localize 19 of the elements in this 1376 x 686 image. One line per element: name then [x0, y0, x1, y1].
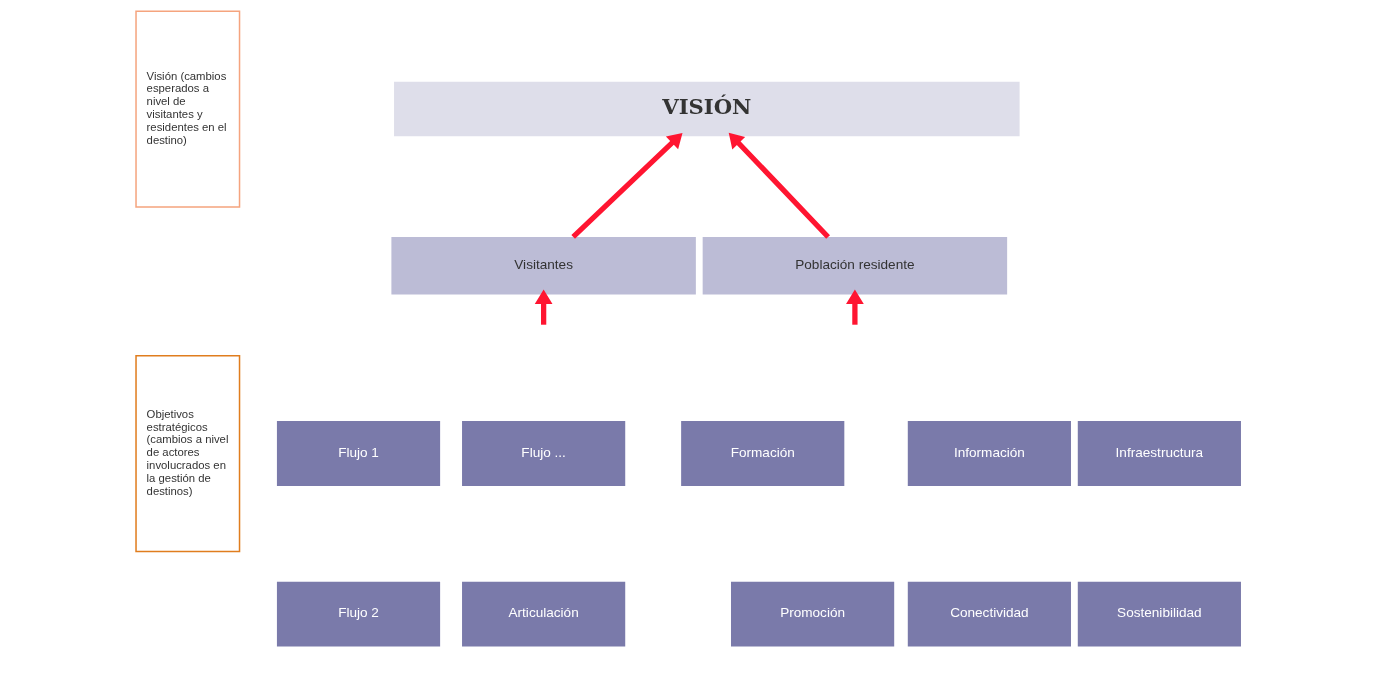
node-box: Sostenibilidad — [1077, 581, 1241, 647]
arrow — [534, 289, 552, 325]
node-box: Flujo ... — [461, 421, 625, 487]
node-box: Formación — [680, 421, 844, 487]
arrow — [570, 132, 682, 239]
node-box: Conectividad — [907, 581, 1071, 647]
node-box: Articulación — [461, 581, 625, 647]
arrow — [728, 132, 830, 239]
node-box: Flujo 2 — [276, 581, 440, 647]
node-box: VISIÓN — [393, 81, 1020, 137]
node-box: Infraestructura — [1077, 421, 1241, 487]
node-box: Flujo 1 — [276, 421, 440, 487]
node-box: Promoción — [730, 581, 894, 647]
node-box: Visión (cambios esperados a nivel de visitantes y residentes en el destino) — [134, 10, 240, 208]
arrow — [845, 289, 864, 325]
node-box: Información — [907, 421, 1071, 487]
node-box: Visitantes — [390, 237, 696, 295]
node-box: Objetivos estratégicos (cambios a nivel de actores involucrados en la gestión de destinos) — [134, 354, 240, 553]
node-box: Población residente — [702, 237, 1007, 295]
